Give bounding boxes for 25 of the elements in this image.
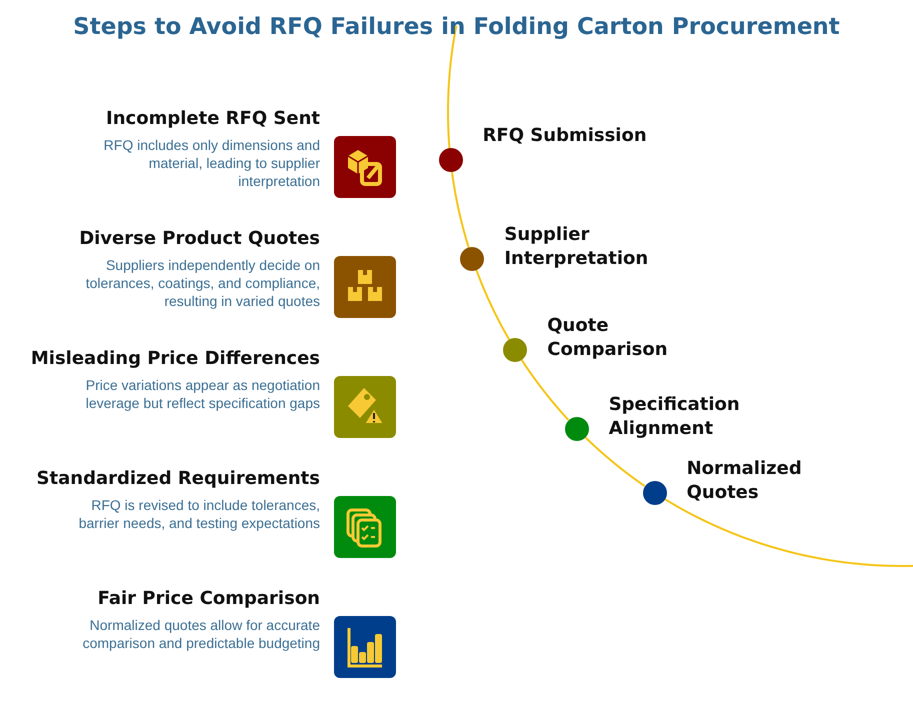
step-description: RFQ includes only dimensions and material, leading to supplier interpretation (102, 136, 320, 190)
step-label: Specification Alignment (608, 392, 741, 441)
timeline-connector (520, 359, 570, 421)
title: Steps to Avoid RFQ Failures in Folding Carton Procurement (72, 14, 841, 40)
timeline-dot (460, 246, 484, 271)
step-heading: Standardized Requirements (36, 468, 320, 489)
step-label: RFQ Submission (482, 124, 648, 148)
step-description: Suppliers independently decide on tolerances, coatings, and compliance, resulting in varied quotes (84, 256, 320, 310)
timeline-dot (564, 416, 589, 441)
step-heading: Fair Price Comparison (98, 588, 320, 609)
step-label: Quote Comparison (547, 314, 669, 362)
timeline-connector (475, 270, 510, 340)
timeline-dot (438, 148, 463, 172)
timeline-dot (503, 338, 528, 362)
step-heading: Misleading Price Differences (30, 348, 320, 369)
step-label: Normalized Quotes (686, 456, 803, 505)
timeline-connector (584, 436, 646, 487)
step-description: RFQ is revised to include tolerances, barrier needs, and testing expectations (78, 496, 320, 532)
timeline-dot (642, 480, 667, 505)
timeline-connector (451, 172, 470, 248)
step-label: Supplier Interpretation (504, 222, 650, 271)
step-description: Price variations appear as negotiation leverage but reflect specification gaps (84, 376, 320, 412)
step-heading: Incomplete RFQ Sent (106, 108, 320, 129)
step-heading: Diverse Product Quotes (79, 228, 320, 249)
step-description: Normalized quotes allow for accurate comparison and predictable budgeting (82, 616, 320, 652)
